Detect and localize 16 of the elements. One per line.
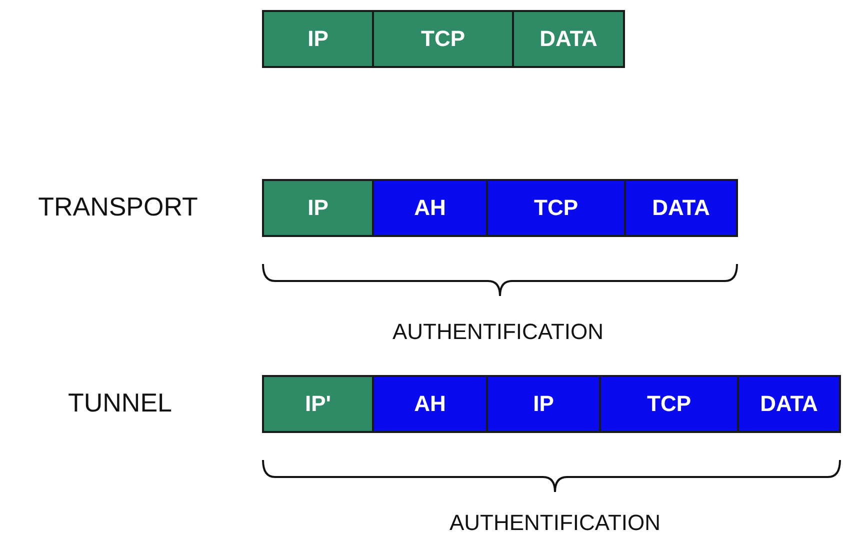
packet-field: IP	[262, 10, 374, 68]
packet-field: TCP	[372, 10, 514, 68]
packet-field: IP'	[262, 375, 374, 433]
row-label: TUNNEL	[68, 388, 172, 418]
packet-field: IP	[486, 375, 601, 433]
packet-field: IP	[262, 179, 374, 237]
packet-field: TCP	[599, 375, 739, 433]
packet-field: AH	[372, 179, 488, 237]
bracket-label: AUTHENTIFICATION	[449, 510, 661, 536]
bracket-label: AUTHENTIFICATION	[392, 319, 604, 345]
packet-field: DATA	[737, 375, 841, 433]
row-label: TRANSPORT	[38, 192, 198, 222]
packet-field: DATA	[624, 179, 738, 237]
packet-field: AH	[372, 375, 488, 433]
packet-field: DATA	[512, 10, 625, 68]
packet-field: TCP	[486, 179, 626, 237]
